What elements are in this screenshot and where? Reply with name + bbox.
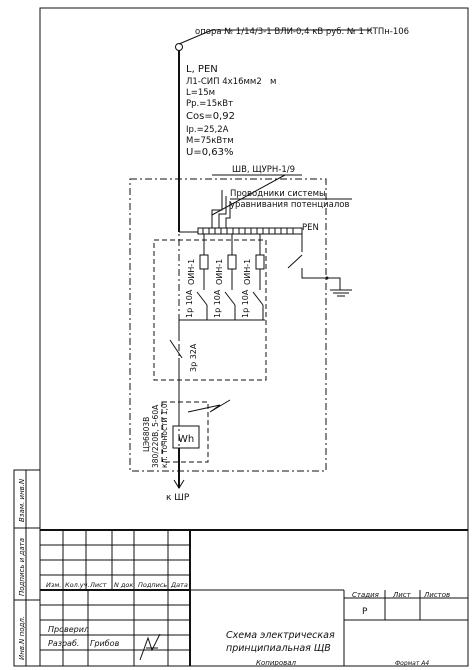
breaker-contact <box>196 291 208 306</box>
breaker-label: 1р 10А <box>185 289 194 318</box>
breaker-contact <box>224 291 236 306</box>
oin-device <box>227 254 237 270</box>
earth-symbol <box>330 289 352 297</box>
line-parameters: L, PEN Л1-СИП 4х16мм2 м L=15м Pp.=15кВт … <box>186 64 276 158</box>
param-cos: Cos=0,92 <box>186 111 235 122</box>
col-count: Кол.уч. <box>65 581 90 589</box>
param-unit: м <box>270 77 276 87</box>
param-length: L=15м <box>186 88 215 98</box>
stamp-original-inv: Инв.N подл. <box>18 616 26 660</box>
col-doc-no: N док. <box>114 581 135 589</box>
feeder-circuit-3: ОИН-1 1р 10А <box>241 234 265 320</box>
col-date: Дата <box>170 581 188 589</box>
bonding-conductors <box>211 190 231 228</box>
energy-meter <box>172 425 200 449</box>
pen-bus-terminals <box>202 228 294 234</box>
output-arrow <box>173 479 185 489</box>
pe-to-earth <box>301 268 341 290</box>
main-breaker-contact <box>169 339 183 359</box>
pole-connection-point <box>175 43 183 51</box>
hdr-sheets: Листов <box>423 591 450 599</box>
param-cable: Л1-СИП 4х16мм2 <box>186 77 262 87</box>
pe-disconnector <box>287 254 303 269</box>
panel-title: ШВ, ЩУРН-1/9 <box>232 165 295 175</box>
hdr-sheet: Лист <box>392 591 412 599</box>
to-panel-label: к ШР <box>166 493 190 503</box>
feeder-group-box <box>153 239 267 381</box>
meter-seal-line <box>187 399 231 413</box>
hdr-stage: Стадия <box>352 591 379 599</box>
param-power: Pp.=15кВт <box>186 99 233 109</box>
feeder-circuit-1: ОИН-1 1р 10А <box>185 234 209 320</box>
oin-label: ОИН-1 <box>215 259 224 285</box>
feeder-circuit-2: ОИН-1 1р 10А <box>213 234 237 320</box>
meter-spec-2: 380/220В, 5-60А <box>151 404 160 468</box>
param-moment: М=75кВтм <box>186 136 234 146</box>
drawn-name: Грибов <box>90 639 120 648</box>
pen-label: PEN <box>302 223 319 233</box>
param-phases: L, PEN <box>186 64 218 75</box>
bonding-label-line2: уравнивания потенциалов <box>230 200 350 210</box>
drawing-frame <box>39 7 469 667</box>
param-voltage-drop: U=0,63% <box>186 147 233 158</box>
top-label: опора № 1/14/3-1 ВЛИ-0,4 кВ руб. № 1 КТП… <box>195 27 409 37</box>
signature-scribble <box>139 633 161 661</box>
breaker-label: 1р 10А <box>213 289 222 318</box>
role-drawn: Разраб. <box>48 639 79 648</box>
col-change: Изм. <box>46 581 61 589</box>
oin-device <box>255 254 265 270</box>
meter-box <box>161 401 209 463</box>
title-block: Изм. Кол.уч. Лист N док. Подпись Дата Пр… <box>40 529 468 666</box>
col-sheet: Лист <box>89 581 107 589</box>
stamp-signature-date: Подпись и дата <box>18 538 26 596</box>
oin-device <box>199 254 209 270</box>
format-label: Формат А4 <box>395 660 429 667</box>
breaker-label: 1р 10А <box>241 289 250 318</box>
main-breaker-label: 3р 32А <box>189 343 198 372</box>
col-signature: Подпись <box>138 581 167 589</box>
meter-label: Wh <box>178 434 194 445</box>
meter-spec-1: ЦЭ6803В <box>142 417 151 452</box>
breaker-contact <box>252 291 264 306</box>
param-current: Ip.=25,2А <box>186 125 229 135</box>
drawing-title-2: принципиальная ЩВ <box>226 643 331 654</box>
role-checked: Проверил <box>48 625 89 634</box>
oin-label: ОИН-1 <box>187 259 196 285</box>
stamp-replace-inv: Взам. инв.N <box>18 478 26 522</box>
panel-enclosure <box>129 178 327 472</box>
side-stamp: Взам. инв.N Подпись и дата Инв.N подл. <box>13 469 41 667</box>
drawing-title-1: Схема электрическая <box>226 630 335 641</box>
stage-value: Р <box>362 607 368 617</box>
junction-dot <box>325 276 329 280</box>
oin-label: ОИН-1 <box>243 259 252 285</box>
leader-line <box>178 29 213 45</box>
meter-spec-3: кл. точности 1,0 <box>160 403 169 468</box>
copied-label: Копировал <box>256 659 297 667</box>
bonding-label-line1: Проводники системы <box>230 189 326 199</box>
panel-title-leader <box>211 174 286 216</box>
pen-bus <box>197 227 303 235</box>
